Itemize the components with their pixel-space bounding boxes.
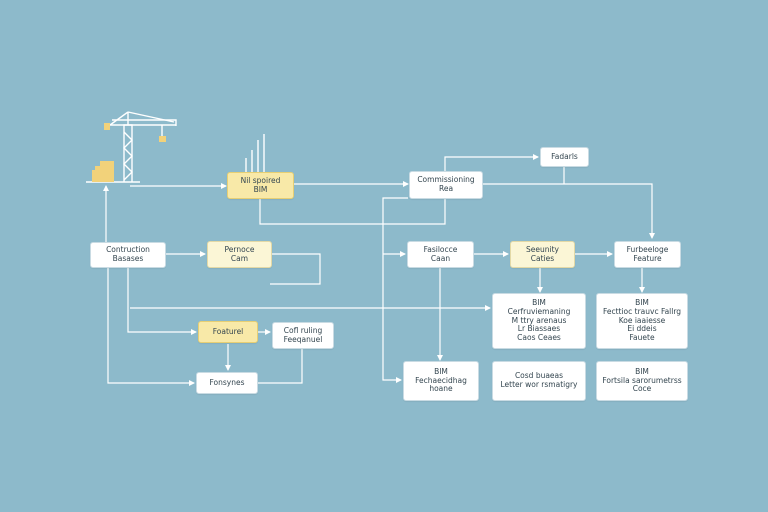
node-label-line: Fechaecidhag [415,375,467,385]
node-label-line: hoane [429,384,453,394]
node-label-line: Fadarls [551,151,578,161]
node-fonsynes: Fonsynes [196,372,258,394]
node-label-line: Furbeeloge [626,244,669,254]
node-label-line: Rea [438,184,454,193]
node-label-line: Cofl ruling [283,325,323,335]
node-label-line: Caos Ceaes [517,332,561,342]
edge [444,154,539,171]
node-label-line: Basases [112,254,144,263]
antenna-icon [245,134,265,172]
edge [382,197,408,383]
node-faults: Fadarls [540,147,589,167]
node-label-line: Fauete [629,332,655,342]
node-label-line: Fonsynes [209,377,245,387]
node-label-line: BIM [635,367,649,377]
node-label-line: Caan [430,253,451,263]
edge [259,199,446,225]
node-label-line: Koe iaaiesse [618,315,666,325]
node-label-line: Lr Biassaes [517,324,561,334]
node-label-line: M ttry arenaus [511,315,567,325]
node-label-line: BIM [434,367,448,377]
edge [258,349,303,384]
node-label-line: Nil spoired [240,175,281,185]
node-label-line: Cerfruviemaning [507,307,571,317]
node-label-line: BIM [635,298,649,308]
node-label-line: Feature [633,253,662,263]
node-label-line: Letter wor rsmatigry [500,380,578,389]
node-foaturel: Foaturel [198,321,258,343]
node-label-line: Cosd buaeas [514,371,564,381]
node-label-line: Fasilocce [423,244,458,254]
construction-crane-icon [86,111,177,183]
node-label-line: Ei ddeis [627,324,657,334]
node-label-line: BIM [532,298,546,308]
node-label-line: Cam [230,253,249,263]
node-label-line: BIM [253,184,268,194]
edge [107,268,195,386]
node-label-line: Caties [530,253,555,263]
node-label-line: Seeunity [526,244,559,254]
node-label-line: Contruction [106,245,150,255]
node-label-line: Fortsila sarorumetrss [602,375,682,385]
edge [270,253,321,285]
node-label-line: Pernoce [224,244,255,254]
building-icon [92,161,114,182]
node-label-line: Commissioning [417,175,475,185]
node-label-line: Feeqanuel [283,334,323,344]
node-label-line: Fecttioc trauvc Fallrg [602,307,682,317]
edge [483,183,655,239]
node-label-line: Foaturel [212,326,244,336]
node-label-line: Coce [632,384,652,394]
edge [127,268,197,335]
